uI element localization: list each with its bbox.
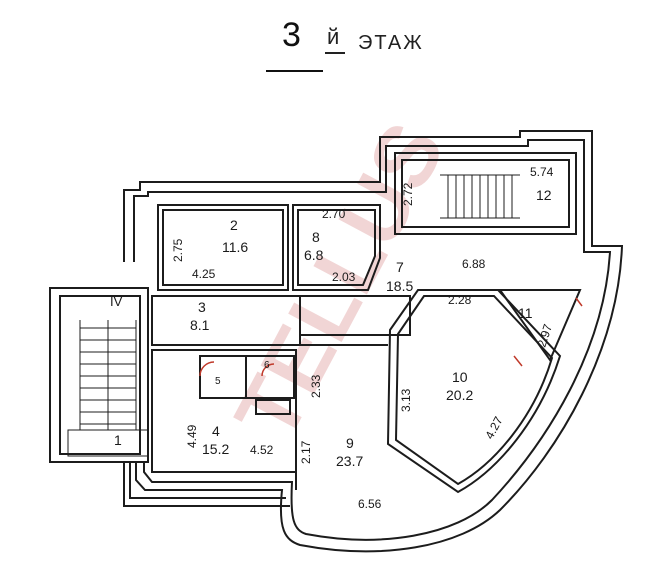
room-10-number: 10 [452,369,468,385]
dimension-2-33: 2.33 [309,374,323,398]
dimension-2-28: 2.28 [448,293,472,307]
dimension-2-70: 2.70 [322,207,346,221]
room-9-area: 23.7 [336,453,363,469]
stairs-left [67,320,149,457]
room-2-area: 11.6 [222,239,248,255]
dimension-4-25: 4.25 [192,267,216,281]
dimension-2-72: 2.72 [401,182,415,206]
floor-suffix: й [327,24,340,49]
floor-word: ЭТАЖ [358,32,424,54]
room-9-number: 9 [346,435,354,451]
dimension-3-13: 3.13 [399,388,413,412]
dimension-2-75: 2.75 [171,238,185,262]
floor-number: 3 [282,16,301,54]
dimension-2-97: 2.97 [535,322,556,349]
dimension-4-52: 4.52 [250,443,274,457]
dimension-5-74: 5.74 [530,165,554,179]
room-8-area: 6.8 [304,247,324,263]
room-3-area: 8.1 [190,317,210,333]
room-6-number: 6 [264,360,270,371]
dimension-4-27: 4.27 [482,414,505,441]
dimension-2-17: 2.17 [299,440,313,464]
floor-title: 3 й ЭТАЖ [0,12,671,72]
room-3-number: 3 [198,299,206,315]
room-11-number: 11 [518,305,533,321]
room-labels: IV 1 2 11.6 3 8.1 4 15.2 5 6 7 18.5 8 6.… [110,187,552,469]
floor-number-underline [266,70,323,72]
dimension-2-03: 2.03 [332,270,356,284]
room-12-number: 12 [536,187,552,203]
room-7-area: 18.5 [386,278,413,294]
floor-suffix-underline [325,52,345,54]
interior-walls [151,152,582,494]
room-2-number: 2 [230,217,238,233]
room-4-area: 15.2 [202,441,229,457]
room-1-number: 1 [114,432,122,448]
dimension-6-88: 6.88 [462,257,486,271]
stair-marker: IV [110,294,123,309]
room-5-number: 5 [215,376,221,387]
dimension-4-49: 4.49 [185,424,199,448]
room-8-number: 8 [312,229,320,245]
outer-walls [49,130,624,553]
door-marks [199,297,583,377]
stairs-right [440,174,520,219]
room-4-number: 4 [212,423,220,439]
dimension-6-56: 6.56 [358,497,382,511]
room-7-number: 7 [396,259,404,275]
room-10-area: 20.2 [446,387,473,403]
